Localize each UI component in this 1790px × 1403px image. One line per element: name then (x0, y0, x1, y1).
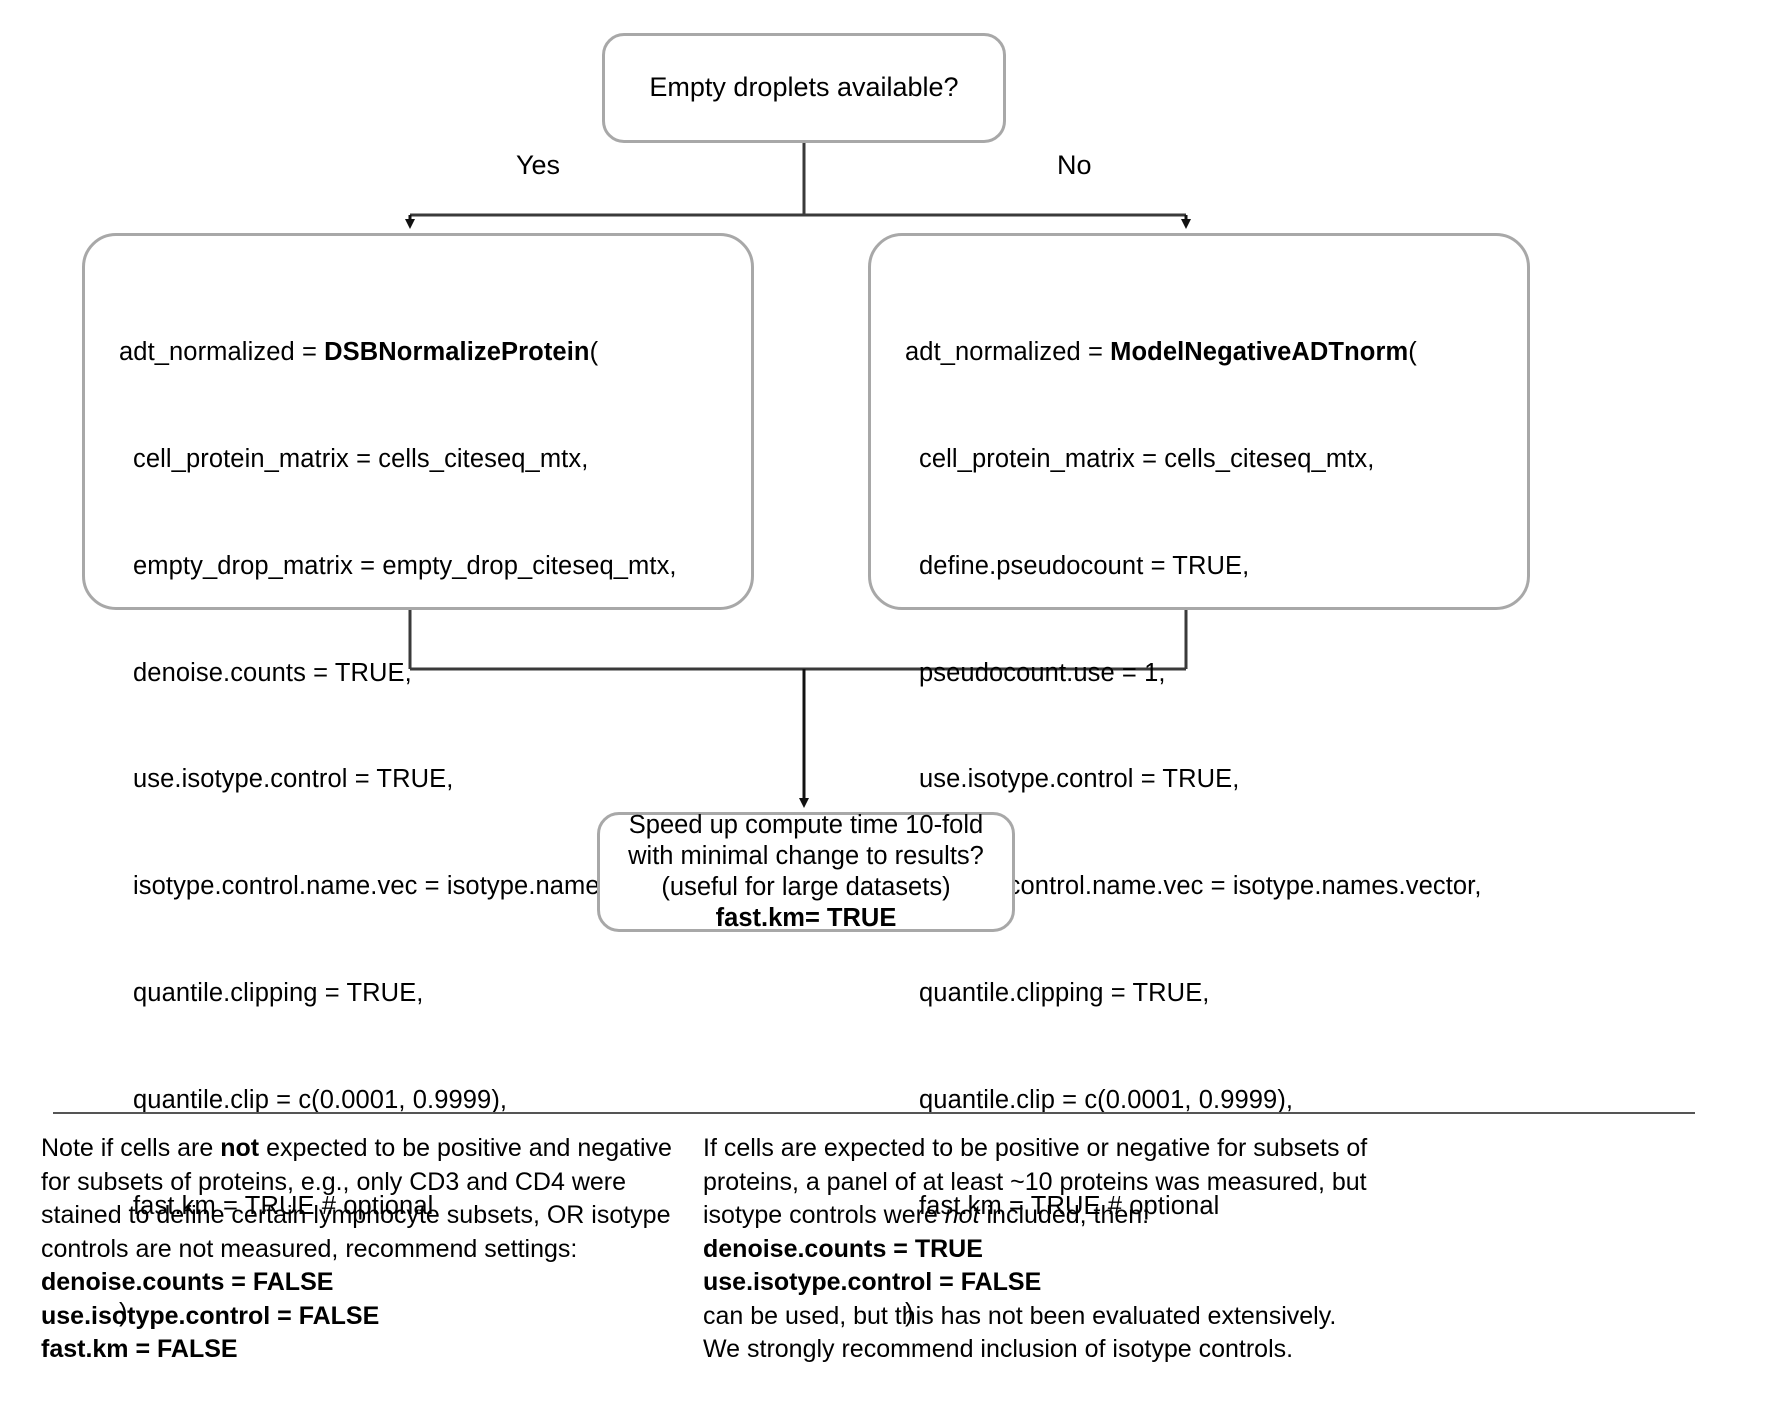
mna-code-arg-7: fast.km = TRUE # optional (919, 1192, 1220, 1221)
mna-code-arg-5: quantile.clipping = TRUE, (919, 978, 1210, 1007)
node-model-negative-adtnorm[interactable]: adt_normalized = ModelNegativeADTnorm( c… (868, 233, 1530, 1327)
edge-label-no: No (1057, 150, 1092, 180)
note-right-line-6: can be used, but this has not been evalu… (703, 1301, 1337, 1330)
note-left-use-isotype-control: use.isotype.control = FALSE (41, 1301, 380, 1330)
edge-label-yes: Yes (516, 150, 561, 180)
fastkm-line-1: Speed up compute time 10-fold (628, 811, 984, 839)
mna-assignment-prefix: adt_normalized = (905, 338, 1111, 367)
dsb-code-arg-3: use.isotype.control = TRUE, (133, 765, 454, 794)
dsb-code-arg-5: quantile.clipping = TRUE, (133, 978, 424, 1007)
mna-function-name: ModelNegativeADTnorm (1110, 338, 1409, 367)
note-left-line-1b: not (220, 1134, 260, 1162)
note-right-line-7: We strongly recommend inclusion of isoty… (703, 1335, 1294, 1363)
dsb-open-paren: ( (589, 338, 599, 367)
fastkm-line-4: fast.km= TRUE (715, 904, 897, 932)
mna-open-paren: ( (1408, 338, 1417, 367)
mna-code-arg-1: define.pseudocount = TRUE, (919, 551, 1250, 580)
dsb-code-line-call: adt_normalized = DSBNormalizeProtein( (119, 335, 727, 371)
dsb-code-arg-6: quantile.clip = c(0.0001, 0.9999), (133, 1085, 508, 1114)
note-left-line-3: stained to define certain lymphocyte sub… (41, 1201, 671, 1229)
note-right-line-3c: included, then: (979, 1201, 1150, 1229)
dsb-code-arg-0: cell_protein_matrix = cells_citeseq_mtx, (133, 444, 589, 473)
note-right-line-3a: isotype controls were (703, 1201, 945, 1229)
note-right-line-1: If cells are expected to be positive or … (703, 1134, 1368, 1162)
note-left-line-1a: Note if cells are (41, 1134, 221, 1162)
mna-code-arg-0: cell_protein_matrix = cells_citeseq_mtx, (919, 444, 1375, 473)
dsb-close-paren: ) (119, 1299, 128, 1328)
note-right-line-2: proteins, a panel of at least ~10 protei… (703, 1167, 1367, 1196)
fastkm-line-2: with minimal change to results? (628, 842, 984, 870)
dsb-code-arg-7: fast.km = TRUE # optional (133, 1192, 434, 1221)
dsb-code-arg-1: empty_drop_matrix = empty_drop_citeseq_m… (133, 551, 677, 580)
notes-divider (53, 1112, 1695, 1114)
note-right-use-isotype-control: use.isotype.control = FALSE (703, 1268, 1042, 1296)
dsb-code-arg-2: denoise.counts = TRUE, (133, 658, 412, 687)
note-right: If cells are expected to be positive or … (703, 1132, 1368, 1367)
node-empty-droplets-question[interactable]: Empty droplets available? (602, 33, 1006, 143)
mna-code-arg-2: pseudocount.use = 1, (919, 658, 1166, 687)
dsb-function-name: DSBNormalizeProtein (324, 338, 590, 367)
note-left-line-1c: expected to be positive and negative (259, 1134, 672, 1162)
node-dsb-normalize-protein[interactable]: adt_normalized = DSBNormalizeProtein( ce… (82, 233, 754, 1327)
note-left-line-1: Note if cells are not expected to be pos… (41, 1132, 681, 1166)
note-left-denoise-counts: denoise.counts = FALSE (41, 1268, 334, 1296)
fastkm-line-3: (useful for large datasets) (661, 873, 951, 901)
note-left-line-4: controls are not measured, recommend set… (41, 1234, 578, 1263)
node-fastkm-question[interactable]: Speed up compute time 10-fold with minim… (597, 811, 1015, 932)
note-right-line-3b: not (944, 1201, 980, 1229)
dsb-assignment-prefix: adt_normalized = (119, 338, 325, 367)
note-left-line-2: for subsets of proteins, e.g., only CD3 … (41, 1167, 627, 1196)
mna-code-arg-3: use.isotype.control = TRUE, (919, 765, 1240, 794)
node-empty-droplets-label: Empty droplets available? (649, 72, 959, 103)
note-left: Note if cells are not expected to be pos… (41, 1132, 681, 1367)
mna-code-line-call: adt_normalized = ModelNegativeADTnorm( (905, 335, 1503, 371)
mna-close-paren: ) (905, 1299, 914, 1328)
note-left-fast-km: fast.km = FALSE (41, 1335, 238, 1363)
note-right-denoise-counts: denoise.counts = TRUE (703, 1234, 983, 1263)
mna-code-arg-6: quantile.clip = c(0.0001, 0.9999), (919, 1085, 1294, 1114)
note-right-line-3: isotype controls were not included, then… (703, 1199, 1363, 1233)
dsb-code-block: adt_normalized = DSBNormalizeProtein( ce… (119, 264, 727, 1403)
